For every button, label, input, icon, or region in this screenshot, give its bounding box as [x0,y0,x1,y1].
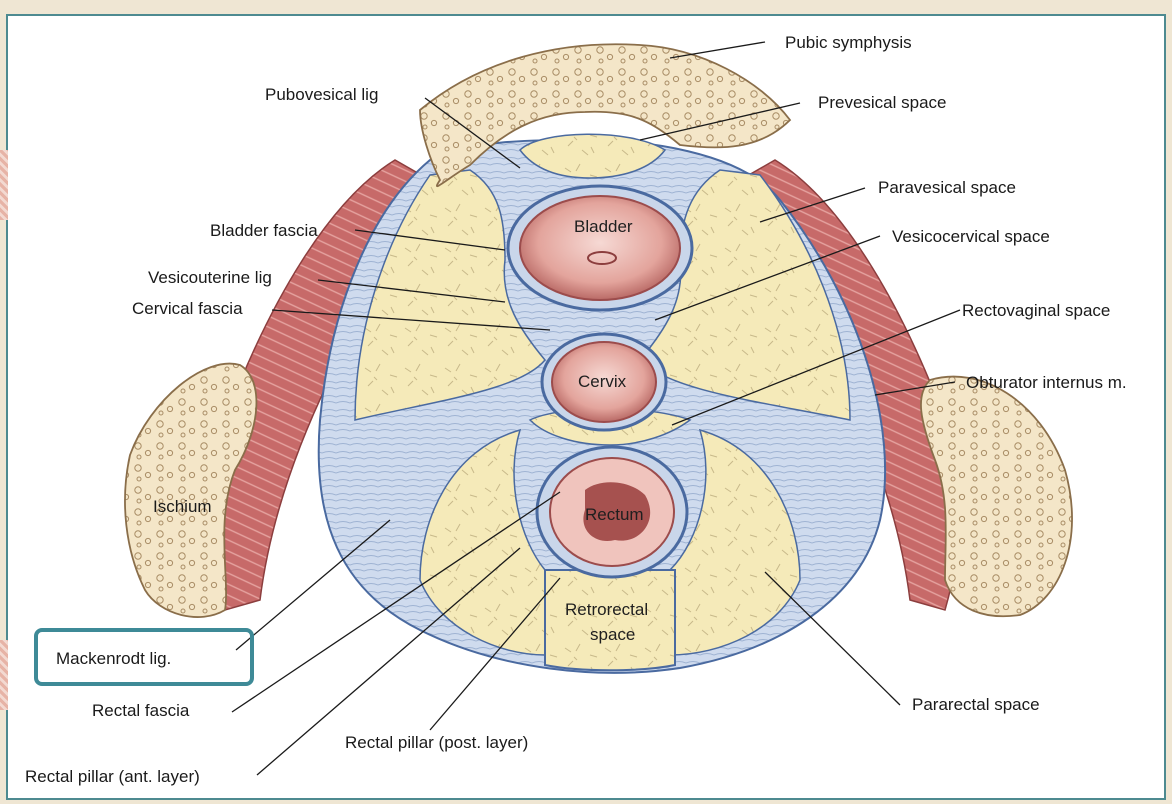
bladder [520,196,680,300]
label-ischium: Ischium [153,497,212,516]
organ-label-bladder: Bladder [574,217,633,236]
label-paravesical-space: Paravesical space [878,178,1016,197]
organ-label-cervix: Cervix [578,372,627,391]
label-vesicouterine-lig: Vesicouterine lig [148,268,272,287]
label-cervical-fascia: Cervical fascia [132,299,243,318]
label-bladder-fascia: Bladder fascia [210,221,318,240]
label-pubovesical-lig: Pubovesical lig [265,85,378,104]
label-obturator-internus: Obturator internus m. [966,373,1127,392]
label-rectal-pillar-post: Rectal pillar (post. layer) [345,733,528,752]
label-prevesical-space: Prevesical space [818,93,947,112]
label-vesicocervical-space: Vesicocervical space [892,227,1050,246]
highlight-box-mackenrodt [34,628,254,686]
label-pubic-symphysis: Pubic symphysis [785,33,912,52]
label-rectal-pillar-ant: Rectal pillar (ant. layer) [25,767,200,786]
label-pararectal-space: Pararectal space [912,695,1040,714]
organ-label-retrorectal-1: Retrorectal [565,600,648,619]
leader-pubic-symphysis [670,42,765,58]
label-rectal-fascia: Rectal fascia [92,701,190,720]
retrorectal-fat [545,570,675,670]
organ-label-retrorectal-2: space [590,625,635,644]
organ-label-rectum: Rectum [585,505,644,524]
label-rectovaginal-space: Rectovaginal space [962,301,1110,320]
